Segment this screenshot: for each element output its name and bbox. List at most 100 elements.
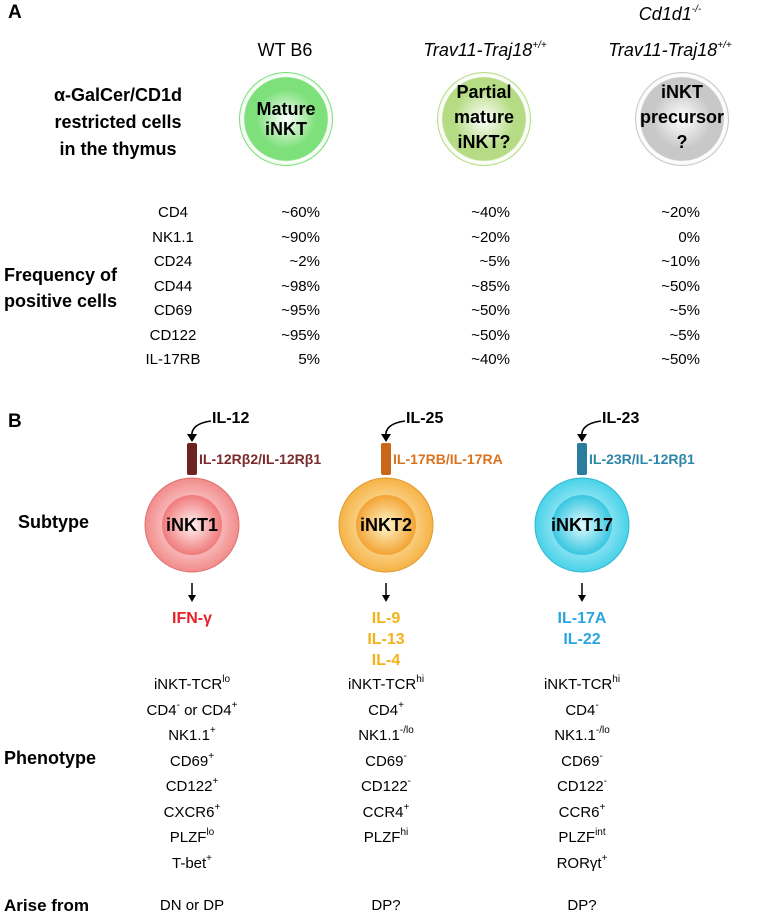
arrowhead-icon: [578, 595, 586, 602]
frequency-value: ~50%: [661, 277, 700, 295]
phenotype-marker: RORγt+: [556, 852, 608, 872]
phenotype-marker: NK1.1-/lo: [358, 725, 414, 745]
phenotype-marker: CXCR6+: [163, 801, 221, 821]
frequency-value: ~95%: [281, 326, 320, 344]
receptor-il12-icon: [187, 443, 197, 475]
marker-list: CD4 NK1.1 CD24 CD44 CD69 CD122 IL-17RB: [118, 204, 228, 376]
marker-label: CD4: [157, 204, 188, 221]
receptor-label-inkt17: IL-23R/IL-12Rβ1: [589, 451, 695, 467]
frequency-value: ~20%: [471, 228, 510, 246]
phenotype-marker: CD4-: [565, 699, 599, 719]
cytokine-output: IFN-γ: [172, 610, 212, 627]
cytokine-input-il12: IL-12: [212, 410, 250, 427]
inkt17-nucleus: [552, 495, 612, 555]
inkt1-label: iNKT1: [165, 515, 218, 535]
phenotype-marker: CD4+: [368, 699, 404, 719]
phenotype-marker: CCR4+: [362, 801, 410, 821]
phenotype-marker: CD69-: [561, 750, 603, 770]
phenotype-marker: CD69-: [365, 750, 407, 770]
phenotype-marker: CD4- or CD4+: [146, 699, 238, 719]
cytokine-output: IL-9: [371, 610, 401, 627]
phenotype-marker: iNKT-TCRhi: [347, 674, 425, 694]
marker-label: CD44: [153, 277, 193, 295]
inkt-precursor-cell: [635, 72, 729, 166]
marker-label: IL-17RB: [145, 351, 201, 368]
arise-from-inkt2: DP?: [371, 897, 401, 914]
arise-from-label: Arise from: [4, 896, 90, 915]
phenotype-marker: PLZFlo: [169, 827, 215, 847]
cytokine-input-il23: IL-23: [602, 410, 640, 427]
inkt2-label: iNKT2: [359, 515, 412, 535]
phenotype-marker: CCR6+: [558, 801, 606, 821]
frequency-value: ~5%: [479, 253, 510, 270]
marker-label: NK1.1: [152, 228, 194, 246]
arrowhead-icon: [381, 434, 391, 442]
receptor-il17rb-icon: [381, 443, 391, 475]
phenotype-marker: iNKT-TCRhi: [543, 674, 621, 694]
arrowhead-icon: [382, 595, 390, 602]
marker-label: CD69: [153, 302, 193, 319]
column-header-cd1d1-line1: Cd1d1-/-: [638, 4, 702, 24]
phenotype-marker: CD122-: [556, 776, 608, 796]
outputs-inkt17: IL-17A IL-22: [532, 608, 632, 650]
phenotype-marker: T-bet+: [171, 852, 213, 872]
phenotype-marker: CD122-: [360, 776, 412, 796]
frequency-value: ~20%: [661, 204, 700, 221]
arrowhead-icon: [187, 434, 197, 442]
receptor-label-inkt2: IL-17RB/IL-17RA: [393, 451, 503, 467]
arise-from-inkt1: DN or DP: [159, 897, 225, 914]
frequency-value: ~85%: [471, 277, 510, 295]
phenotype-marker: CD69+: [169, 750, 215, 770]
panel-b-label: B: [8, 411, 22, 432]
column-header-trav11: Trav11-Traj18+/+: [423, 40, 547, 60]
frequency-value: ~40%: [471, 351, 510, 368]
frequency-value: ~98%: [281, 277, 320, 295]
phenotype-marker: PLZFhi: [363, 827, 409, 847]
cytokine-output: IL-4: [371, 652, 401, 669]
phenotype-marker: CD122+: [165, 776, 219, 796]
cytokine-input-il25: IL-25: [406, 410, 444, 427]
phenotype-marker: PLZFint: [558, 827, 606, 847]
receptor-label-inkt1: IL-12Rβ2/IL-12Rβ1: [199, 451, 322, 467]
values-cd1d1: ~20% 0% ~10% ~50% ~5% ~5% ~50%: [630, 204, 700, 376]
subtype-label: Subtype: [18, 512, 90, 532]
phenotype-marker: iNKT-TCRlo: [153, 674, 231, 694]
marker-label: CD24: [153, 253, 193, 270]
outputs-inkt1: IFN-γ: [142, 608, 242, 629]
column-header-cd1d1-line2: Trav11-Traj18+/+: [608, 40, 732, 60]
phenotype-marker: NK1.1-/lo: [554, 725, 610, 745]
frequency-value: ~50%: [471, 326, 510, 344]
frequency-label: Frequency of positive cells: [4, 265, 118, 311]
values-wt-b6: ~60% ~90% ~2% ~98% ~95% ~95% 5%: [250, 204, 320, 376]
panel-a-label: A: [8, 2, 22, 23]
receptor-il23r-icon: [577, 443, 587, 475]
frequency-value: ~10%: [661, 253, 700, 270]
frequency-value: ~50%: [661, 351, 700, 368]
frequency-value: 0%: [678, 228, 700, 246]
frequency-value: ~60%: [281, 204, 320, 221]
frequency-value: ~5%: [669, 302, 700, 319]
frequency-value: ~90%: [281, 228, 320, 246]
marker-label: CD122: [149, 326, 197, 344]
frequency-value: ~95%: [281, 302, 320, 319]
cytokine-output: IL-22: [563, 631, 601, 648]
mature-inkt-cell: [239, 72, 333, 166]
outputs-inkt2: IL-9 IL-13 IL-4: [336, 608, 436, 671]
frequency-value: ~5%: [669, 326, 700, 344]
frequency-value: ~40%: [471, 204, 510, 221]
column-header-wt-b6: WT B6: [257, 40, 313, 60]
frequency-value: ~50%: [471, 302, 510, 319]
cells-row-label: α-GalCer/CD1d restricted cells in the th…: [53, 85, 183, 159]
phenotype-marker: NK1.1+: [168, 725, 216, 745]
phenotype-label: Phenotype: [4, 748, 97, 768]
inkt17-label: iNKT17: [550, 515, 613, 535]
arise-from-inkt17: DP?: [567, 897, 597, 914]
cytokine-output: IL-13: [367, 631, 405, 648]
inkt2-nucleus: [356, 495, 416, 555]
